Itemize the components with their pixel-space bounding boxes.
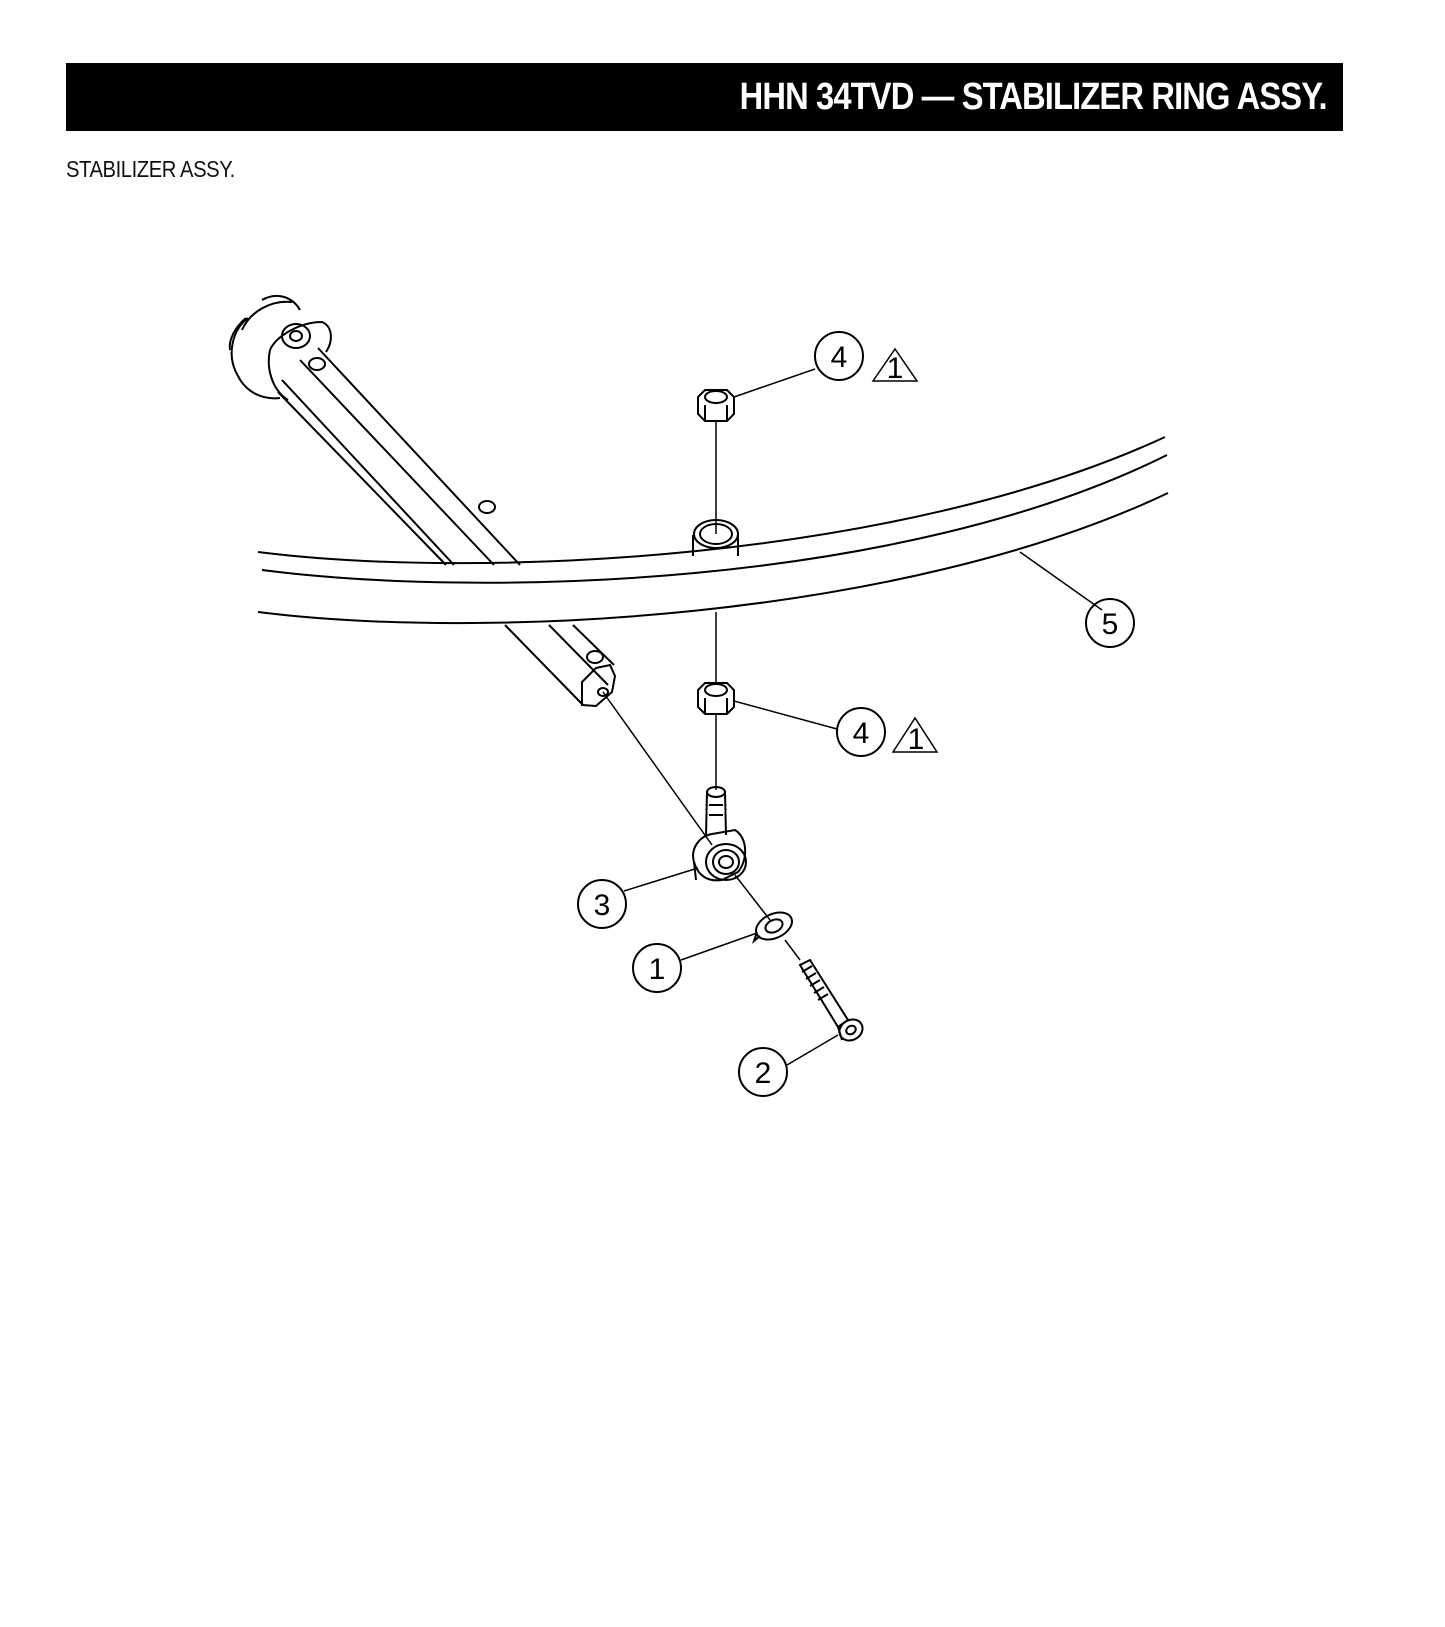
washer: [751, 911, 793, 945]
stabilizer-ring: [257, 436, 1169, 625]
svg-text:1: 1: [908, 723, 925, 756]
svg-text:5: 5: [1102, 608, 1119, 641]
socket-head-cap-screw: [798, 958, 864, 1042]
callout-2: 2: [738, 1047, 788, 1097]
header-bar: HHN 34TVD — STABILIZER RING ASSY.: [66, 63, 1343, 131]
stabilizer-arm: [228, 294, 617, 708]
svg-text:4: 4: [853, 717, 870, 750]
section-label: STABILIZER ASSY.: [66, 156, 235, 182]
callout-4-lower: 4: [836, 707, 886, 757]
svg-text:2: 2: [755, 1057, 772, 1090]
callout-3: 3: [577, 879, 627, 929]
svg-text:3: 3: [594, 889, 611, 922]
hex-nut-lower: [697, 682, 735, 715]
page-title: HHN 34TVD — STABILIZER RING ASSY.: [739, 75, 1328, 118]
svg-text:4: 4: [831, 341, 848, 374]
note-triangle-lower-icon: 1: [891, 716, 939, 756]
rod-end-bearing: [692, 786, 747, 882]
svg-text:1: 1: [887, 352, 904, 385]
note-triangle-upper-icon: 1: [871, 347, 919, 385]
callout-5: 5: [1085, 598, 1135, 648]
callout-1: 1: [632, 943, 682, 993]
hex-nut-upper: [697, 389, 735, 422]
svg-text:1: 1: [649, 953, 666, 986]
callout-4-upper: 4: [814, 331, 864, 381]
